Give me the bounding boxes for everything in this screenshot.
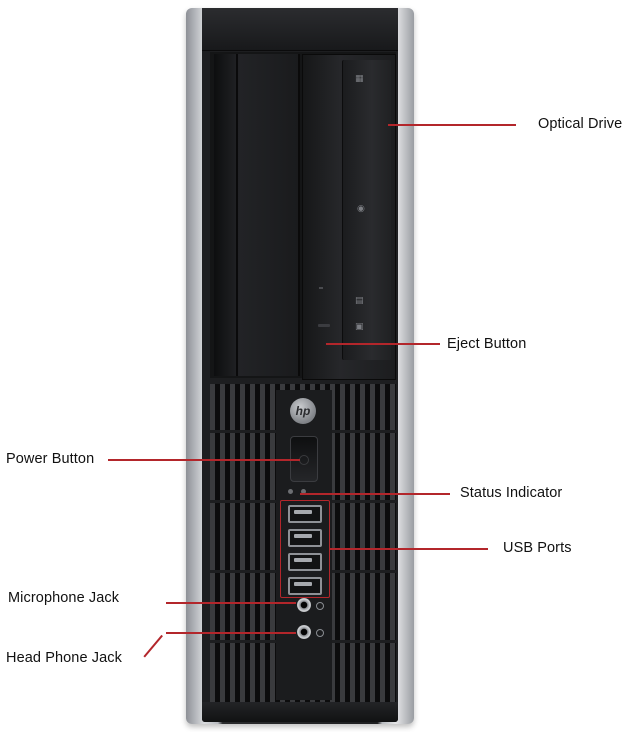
power-led <box>301 489 306 494</box>
empty-drive-bay <box>214 54 300 376</box>
status-indicator-label: Status Indicator <box>460 485 563 501</box>
head-phone-jack-callout-diagonal <box>143 634 163 658</box>
optical-drive-tray: ▦ ◉ ▤ ▣ <box>342 60 391 360</box>
status-indicator-callout-line <box>300 493 450 495</box>
eject-button-label: Eject Button <box>447 336 527 352</box>
microphone-jack-label: Microphone Jack <box>8 590 120 606</box>
tower-top-strip <box>202 8 398 51</box>
eject-button[interactable] <box>318 324 330 327</box>
optical-drive-callout-line <box>388 124 516 126</box>
usb-ports-callout-line <box>330 548 488 550</box>
lightscribe-logo-icon: ◉ <box>357 204 365 214</box>
head-phone-jack-callout-line <box>166 632 296 634</box>
usb-port[interactable] <box>288 529 322 547</box>
dvd-logo-icon: ▦ <box>355 74 364 84</box>
usb-port[interactable] <box>288 577 322 595</box>
dvd-rw-logo-icon: ▤ <box>355 296 364 306</box>
head-phone-jack-label: Head Phone Jack <box>6 650 122 666</box>
headphone-jack[interactable] <box>297 625 311 639</box>
hp-logo-icon: hp <box>290 398 316 424</box>
microphone-jack-callout-line <box>166 602 296 604</box>
disc-format-logo-icon: ▣ <box>355 322 364 332</box>
eject-button-callout-line <box>326 343 440 345</box>
microphone-jack[interactable] <box>297 598 311 612</box>
usb-ports-bracket <box>280 500 330 598</box>
usb-port[interactable] <box>288 553 322 571</box>
hdd-activity-led <box>288 489 293 494</box>
microphone-icon <box>316 602 324 610</box>
power-button-callout-line <box>108 459 300 461</box>
bay-slot <box>236 54 238 376</box>
power-button-label: Power Button <box>6 451 95 467</box>
optical-activity-led <box>319 287 323 289</box>
tower-base <box>202 702 398 722</box>
usb-port[interactable] <box>288 505 322 523</box>
power-icon <box>299 455 309 465</box>
optical-drive-label: Optical Drive <box>538 116 623 132</box>
headphone-icon <box>316 629 324 637</box>
usb-ports-label: USB Ports <box>503 540 572 556</box>
